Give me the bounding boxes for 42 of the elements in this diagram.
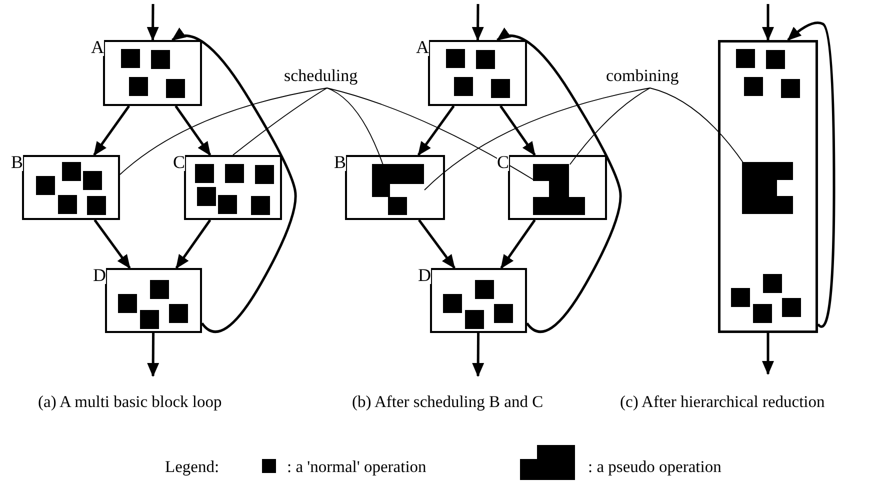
- leader-line: [424, 88, 650, 190]
- arrow: [418, 219, 456, 269]
- block-label: D: [93, 266, 106, 284]
- pseudo-operation-shape: [372, 164, 424, 215]
- arrow: [762, 333, 774, 375]
- leader-line: [120, 88, 328, 175]
- block-label: A: [91, 38, 104, 56]
- arrow: [762, 4, 774, 41]
- arrow: [94, 219, 131, 269]
- pseudo-operation-shape: [533, 164, 585, 215]
- block-label: D: [418, 266, 431, 284]
- legend-text: : a 'normal' operation: [287, 457, 426, 477]
- arrow: [417, 105, 455, 156]
- block-label: B: [334, 153, 346, 171]
- legend-heading: Legend:: [165, 457, 220, 477]
- arrow: [787, 22, 836, 328]
- arrow: [175, 219, 212, 269]
- arrow: [472, 4, 484, 41]
- subfigure-caption: (c) After hierarchical reduction: [620, 392, 825, 412]
- arrow: [93, 105, 130, 156]
- leader-line: [326, 88, 384, 165]
- subfigure-caption: (b) After scheduling B and C: [352, 392, 544, 412]
- block-label: A: [416, 38, 429, 56]
- block-label: C: [496, 153, 509, 171]
- hierarchical-block-box: [718, 40, 818, 333]
- leader-line: [232, 88, 328, 156]
- subfigure-caption: (a) A multi basic block loop: [38, 392, 222, 412]
- annotation-label: combining: [606, 66, 679, 86]
- arrow: [472, 333, 484, 377]
- legend-text: : a pseudo operation: [588, 457, 722, 477]
- annotation-label: scheduling: [284, 66, 358, 86]
- arrow: [174, 105, 212, 156]
- block-label: B: [10, 153, 23, 171]
- leader-line: [326, 88, 534, 180]
- leader-line: [650, 88, 745, 165]
- arrow: [500, 219, 536, 269]
- block-label: C: [172, 153, 185, 171]
- leader-line: [569, 88, 650, 165]
- pseudo-operation-shape: [742, 162, 793, 214]
- arrow: [147, 333, 160, 377]
- arrow: [146, 4, 159, 41]
- arrow: [500, 105, 536, 156]
